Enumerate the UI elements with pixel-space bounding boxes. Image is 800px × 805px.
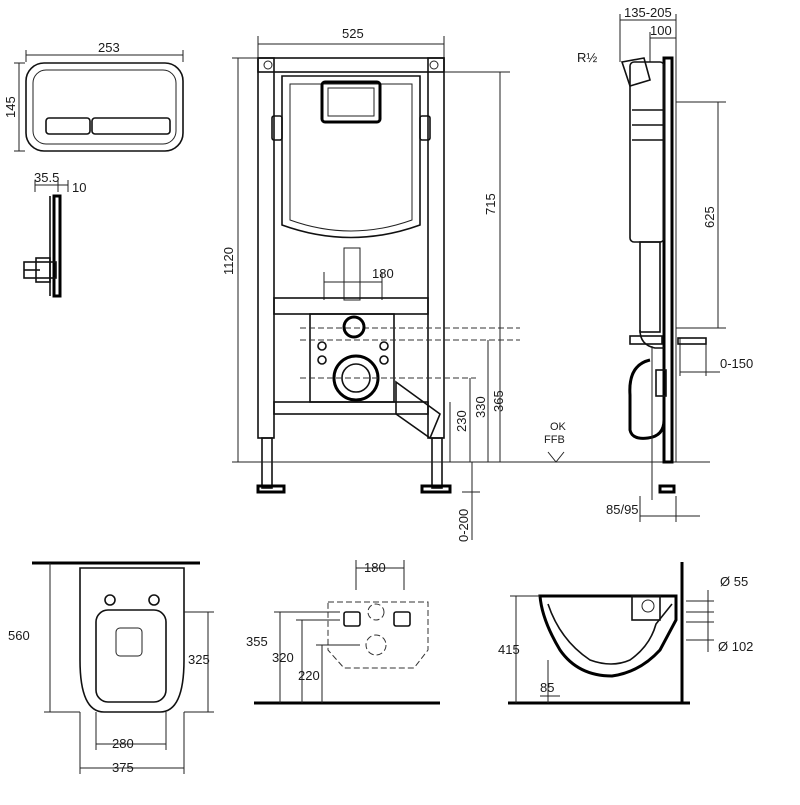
side-thread-label: R½ [577, 50, 597, 65]
bowl-280-label: 280 [112, 736, 134, 751]
frame-front-view [232, 36, 710, 540]
frame-180-label: 180 [372, 266, 394, 281]
rear-320-label: 320 [272, 650, 294, 665]
side-85-label: 85 [540, 680, 554, 695]
flush-plate-side [23, 180, 69, 298]
plate-depth2-label: 10 [72, 180, 86, 195]
flush-plate-front [14, 50, 184, 152]
side-depth-range-label: 135-205 [624, 5, 672, 20]
rear-180-label: 180 [364, 560, 386, 575]
side-625-label: 625 [702, 206, 717, 228]
frame-230-label: 230 [454, 410, 469, 432]
bowl-325-label: 325 [188, 652, 210, 667]
frame-width-label: 525 [342, 26, 364, 41]
side-415-label: 415 [498, 642, 520, 657]
side-offset-label: 0-150 [720, 356, 753, 371]
floor-ok-label: OK [550, 421, 567, 433]
frame-365-label: 365 [491, 390, 506, 412]
frame-side-view [619, 14, 726, 522]
frame-adjust-label: 0-200 [456, 509, 471, 542]
bowl-375-label: 375 [112, 760, 134, 775]
side-d102-label: Ø 102 [718, 639, 753, 654]
frame-330-label: 330 [473, 396, 488, 418]
side-d55-label: Ø 55 [720, 574, 748, 589]
rear-355-label: 355 [246, 634, 268, 649]
floor-ffb-label: FFB [544, 434, 565, 446]
side-depth-label: 100 [650, 23, 672, 38]
side-foot-label: 85/95 [606, 502, 639, 517]
plate-width-label: 253 [98, 40, 120, 55]
wc-side-section [508, 562, 714, 705]
plate-height-label: 145 [3, 96, 18, 118]
frame-height-label: 1120 [221, 247, 236, 275]
rear-220-label: 220 [298, 668, 320, 683]
frame-715-label: 715 [483, 193, 498, 215]
wc-top-view [32, 561, 214, 774]
bowl-length-label: 560 [8, 628, 30, 643]
wc-rear-view [254, 560, 440, 705]
plate-depth-label: 35.5 [34, 170, 59, 185]
